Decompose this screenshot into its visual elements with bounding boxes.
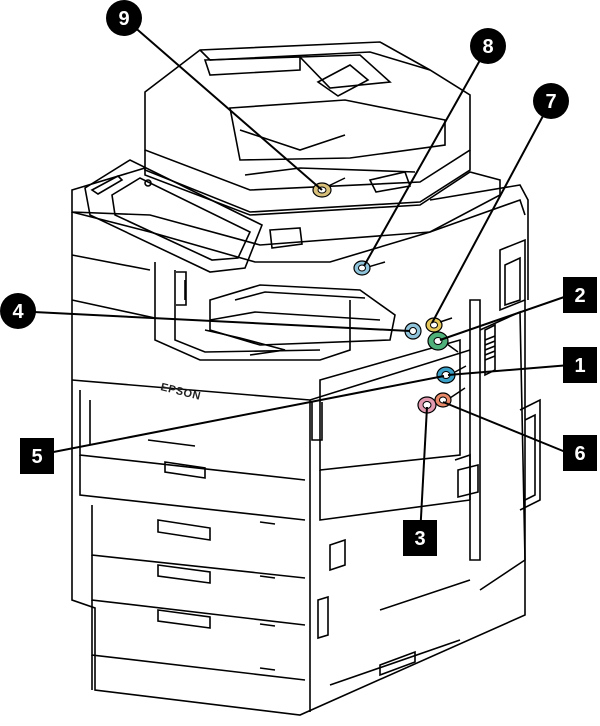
callout-1-label: 1 [574, 355, 585, 377]
callout-7: 7 [533, 83, 569, 119]
leader-2 [439, 294, 571, 341]
leader-6 [442, 401, 569, 454]
leader-8 [363, 45, 489, 267]
leader-lines [13, 17, 571, 537]
callout-9-label: 9 [118, 8, 129, 30]
printer-illustration: EPSON [71, 41, 541, 716]
leader-4 [13, 310, 411, 332]
leader-3 [419, 406, 428, 537]
paper-drawers [79, 390, 306, 690]
callout-3: 3 [403, 520, 437, 556]
vent [484, 335, 496, 361]
leader-7 [431, 100, 552, 324]
callout-2-label: 2 [574, 285, 585, 307]
callout-8: 8 [470, 28, 506, 64]
callout-4-label: 4 [12, 301, 24, 323]
brand-label: EPSON [159, 381, 202, 403]
part-1-roller [436, 365, 467, 384]
front-door [311, 338, 479, 686]
part-8-roller [353, 260, 386, 276]
callout-5: 5 [20, 438, 54, 474]
brand-logo: EPSON [159, 381, 202, 403]
leader-5 [37, 375, 445, 456]
callout-2: 2 [563, 277, 597, 313]
callout-5-label: 5 [31, 446, 42, 468]
callout-6: 6 [563, 435, 597, 471]
part-7-roller [425, 317, 453, 333]
document-feeder [144, 41, 471, 213]
callout-6-label: 6 [574, 443, 585, 465]
callout-9: 9 [106, 0, 142, 36]
leader-9 [123, 17, 323, 191]
callout-4: 4 [0, 293, 36, 329]
callout-1: 1 [563, 347, 597, 383]
highlighted-parts [312, 177, 467, 414]
leader-1 [447, 364, 571, 376]
callout-3-label: 3 [414, 528, 425, 550]
part-2-roller [427, 331, 459, 353]
callout-7-label: 7 [545, 91, 556, 113]
callout-markers: 9 8 7 4 2 1 5 6 [0, 0, 597, 556]
output-tray [154, 262, 396, 361]
callout-8-label: 8 [482, 36, 493, 58]
control-panel [84, 159, 303, 273]
main-body [71, 212, 541, 716]
